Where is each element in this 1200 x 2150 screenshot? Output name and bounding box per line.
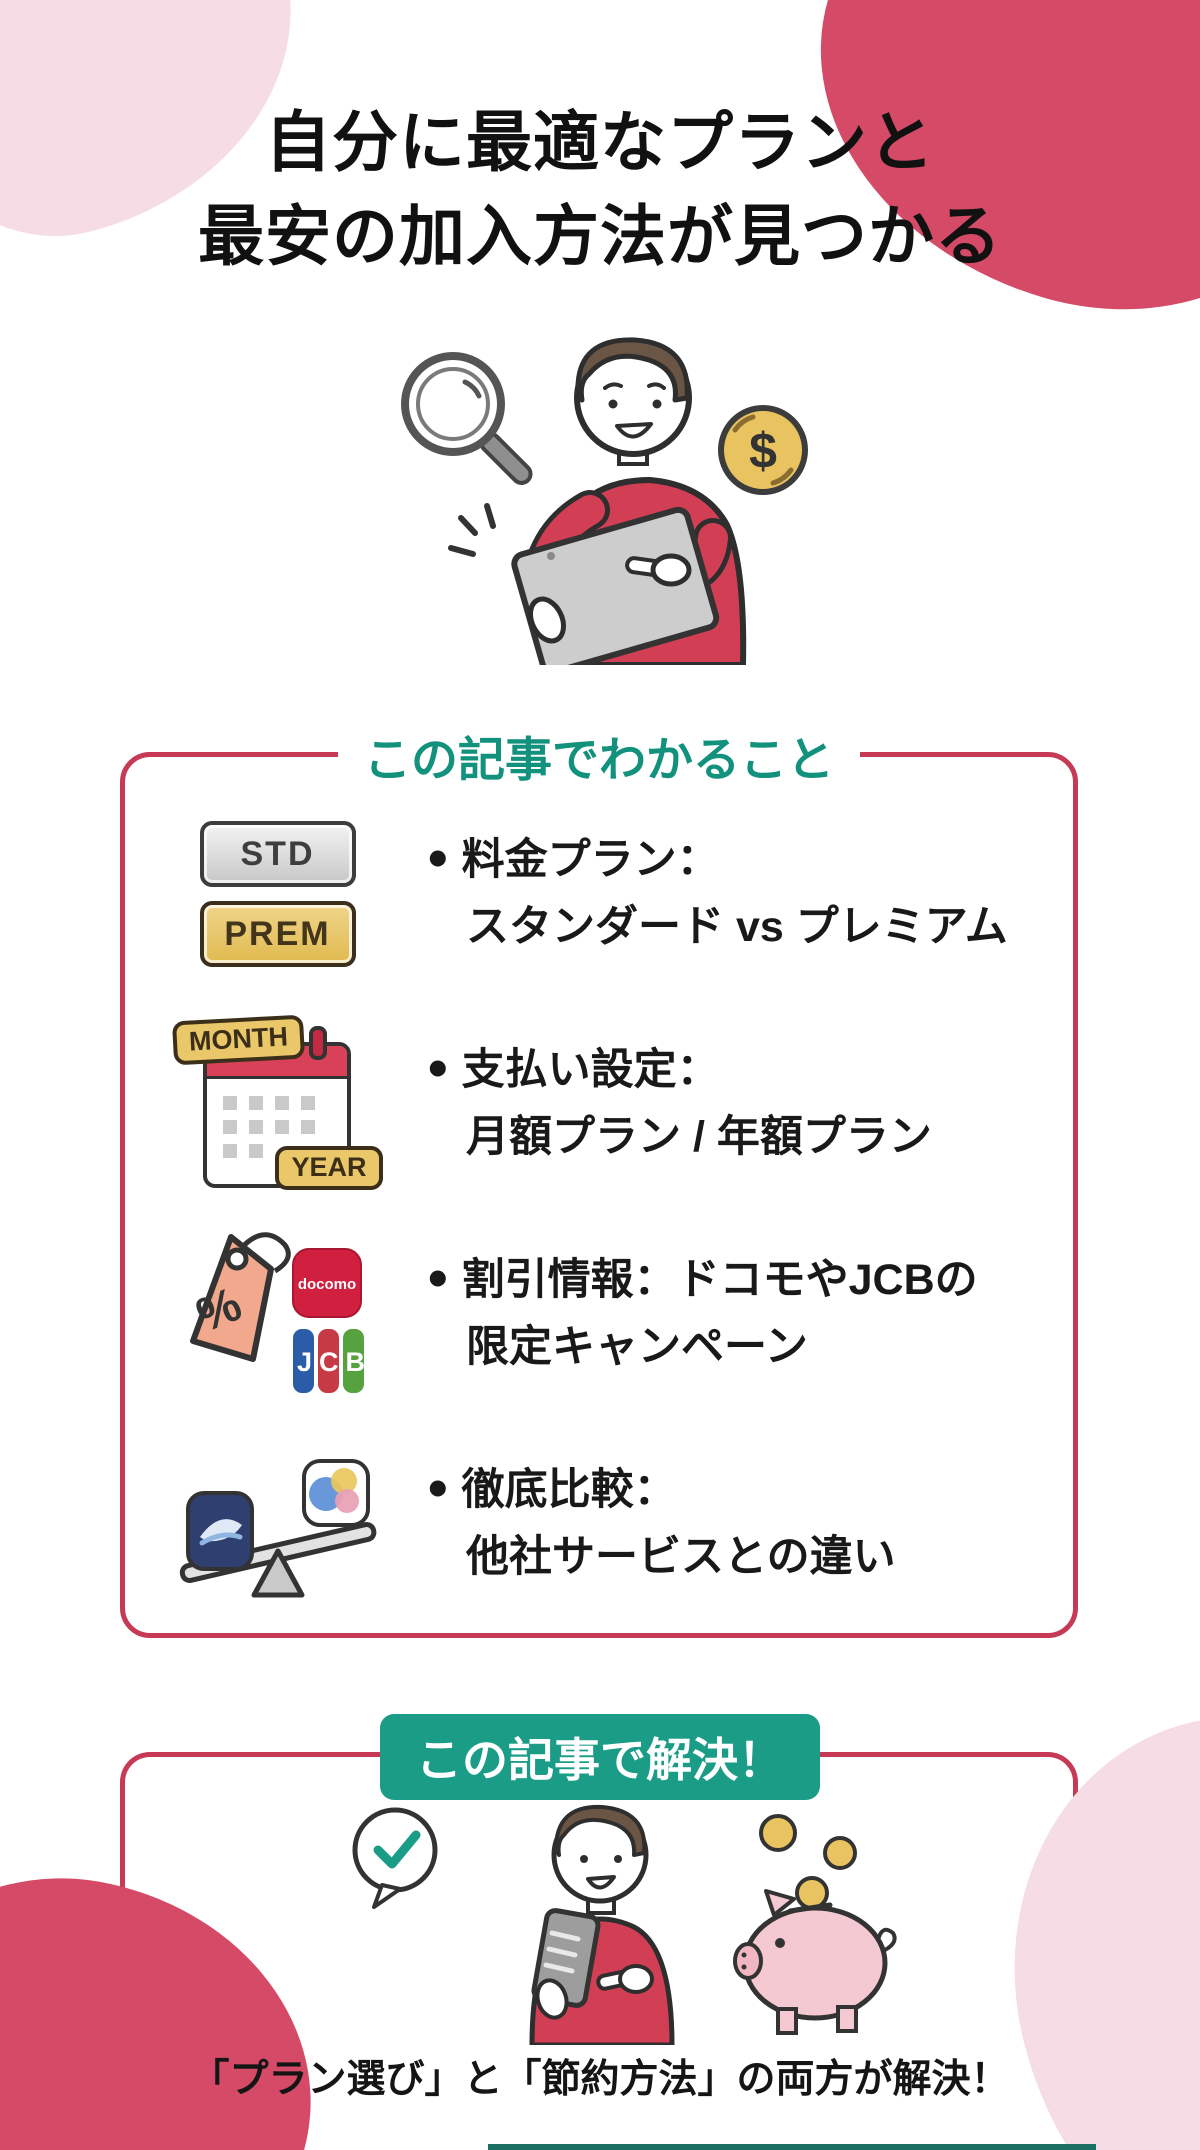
dollar-glyph: $ [749,423,777,479]
item-line1-text: 支払い設定： [461,1046,720,1095]
item-text: • 徹底比較： 他社サービスとの違い [428,1457,896,1590]
list-item-payment: MONTH YEAR • 支払い設定： 月額プラン / 年額プラン [165,1009,1045,1199]
sparkle-icon [448,503,496,557]
list-item-plans: STD PREM • 料金プラン： スタンダード vs プレミアム [165,799,1045,989]
item-text: • 支払い設定： 月額プラン / 年額プラン [428,1037,932,1170]
check-bubble-icon [352,1807,438,1909]
list-item-comparison: • 徹底比較： 他社サービスとの違い [165,1429,1045,1619]
year-label: YEAR [275,1146,383,1190]
magnifier-icon [401,352,533,485]
bullet-glyph: • [428,1245,448,1309]
std-badge-label: STD [240,834,315,873]
person-figure [529,1804,675,2045]
std-badge: STD [199,821,356,887]
person-figure [511,337,747,665]
coin-icon: $ [718,405,808,495]
list-item-discounts: % docomo JCB • 割引 [165,1219,1045,1409]
page-title: 自分に最適なプランと 最安の加入方法が見つかる [0,96,1200,283]
jcb-logo: JCB [292,1329,372,1393]
svg-text:docomo: docomo [297,1276,355,1293]
item-line2-text: 他社サービスとの違い [466,1533,896,1581]
person-tablet-illustration: $ [401,337,808,665]
page-title-line1: 自分に最適なプランと [265,105,935,179]
item-line2-text: 限定キャンペーン [466,1323,808,1371]
calendar-ring [308,1026,327,1060]
month-label: MONTH [171,1014,305,1066]
prem-badge: PREM [199,901,356,967]
discount-tag-icon: % docomo JCB [189,1232,372,1393]
coin-icon [759,1814,797,1852]
page-title-line2: 最安の加入方法が見つかる [198,198,1002,273]
plan-badges-icon: STD PREM [165,821,390,967]
bullet-glyph: • [428,1035,448,1099]
docomo-logo: docomo [291,1248,362,1318]
item-text: • 割引情報：ドコモやJCBの 限定キャンペーン [428,1247,978,1380]
calendar-icon: MONTH YEAR [171,1014,383,1190]
coin-icon [823,1836,857,1870]
item-line1-text: 徹底比較： [461,1466,677,1515]
bullet-glyph: • [428,825,448,889]
comparison-seesaw-icon [179,1459,376,1598]
solve-caption: 「プラン選び」と「節約方法」の両方が解決！ [190,2058,1010,2101]
bullet-glyph: • [428,1455,448,1519]
learn-box-header: この記事でわかること [338,721,860,790]
app-icon-right [301,1459,370,1527]
item-line2-text: 月額プラン / 年額プラン [466,1113,932,1161]
calendar-grid [222,1096,237,1110]
piggy-bank-icon [733,1814,897,2035]
app-icon-left [185,1491,254,1571]
bottom-section-divider [488,2144,1096,2150]
item-line1-text: 料金プラン： [461,836,720,885]
item-line2-text: スタンダード vs プレミアム [466,903,1008,951]
item-line1-text: 割引情報：ドコモやJCBの [461,1256,978,1305]
price-tag-icon: % [189,1232,291,1362]
item-text: • 料金プラン： スタンダード vs プレミアム [428,827,1008,960]
prem-badge-label: PREM [224,914,331,953]
person-phone-piggy-illustration [352,1804,897,2045]
svg-text:JCB: JCB [297,1347,372,1377]
coin-icon [795,1876,829,1910]
solve-banner: この記事で解決！ [380,1714,820,1800]
seesaw-fulcrum [251,1548,304,1598]
learn-box: この記事でわかること STD PREM • 料金プラン： スタンダード [120,721,1078,1638]
